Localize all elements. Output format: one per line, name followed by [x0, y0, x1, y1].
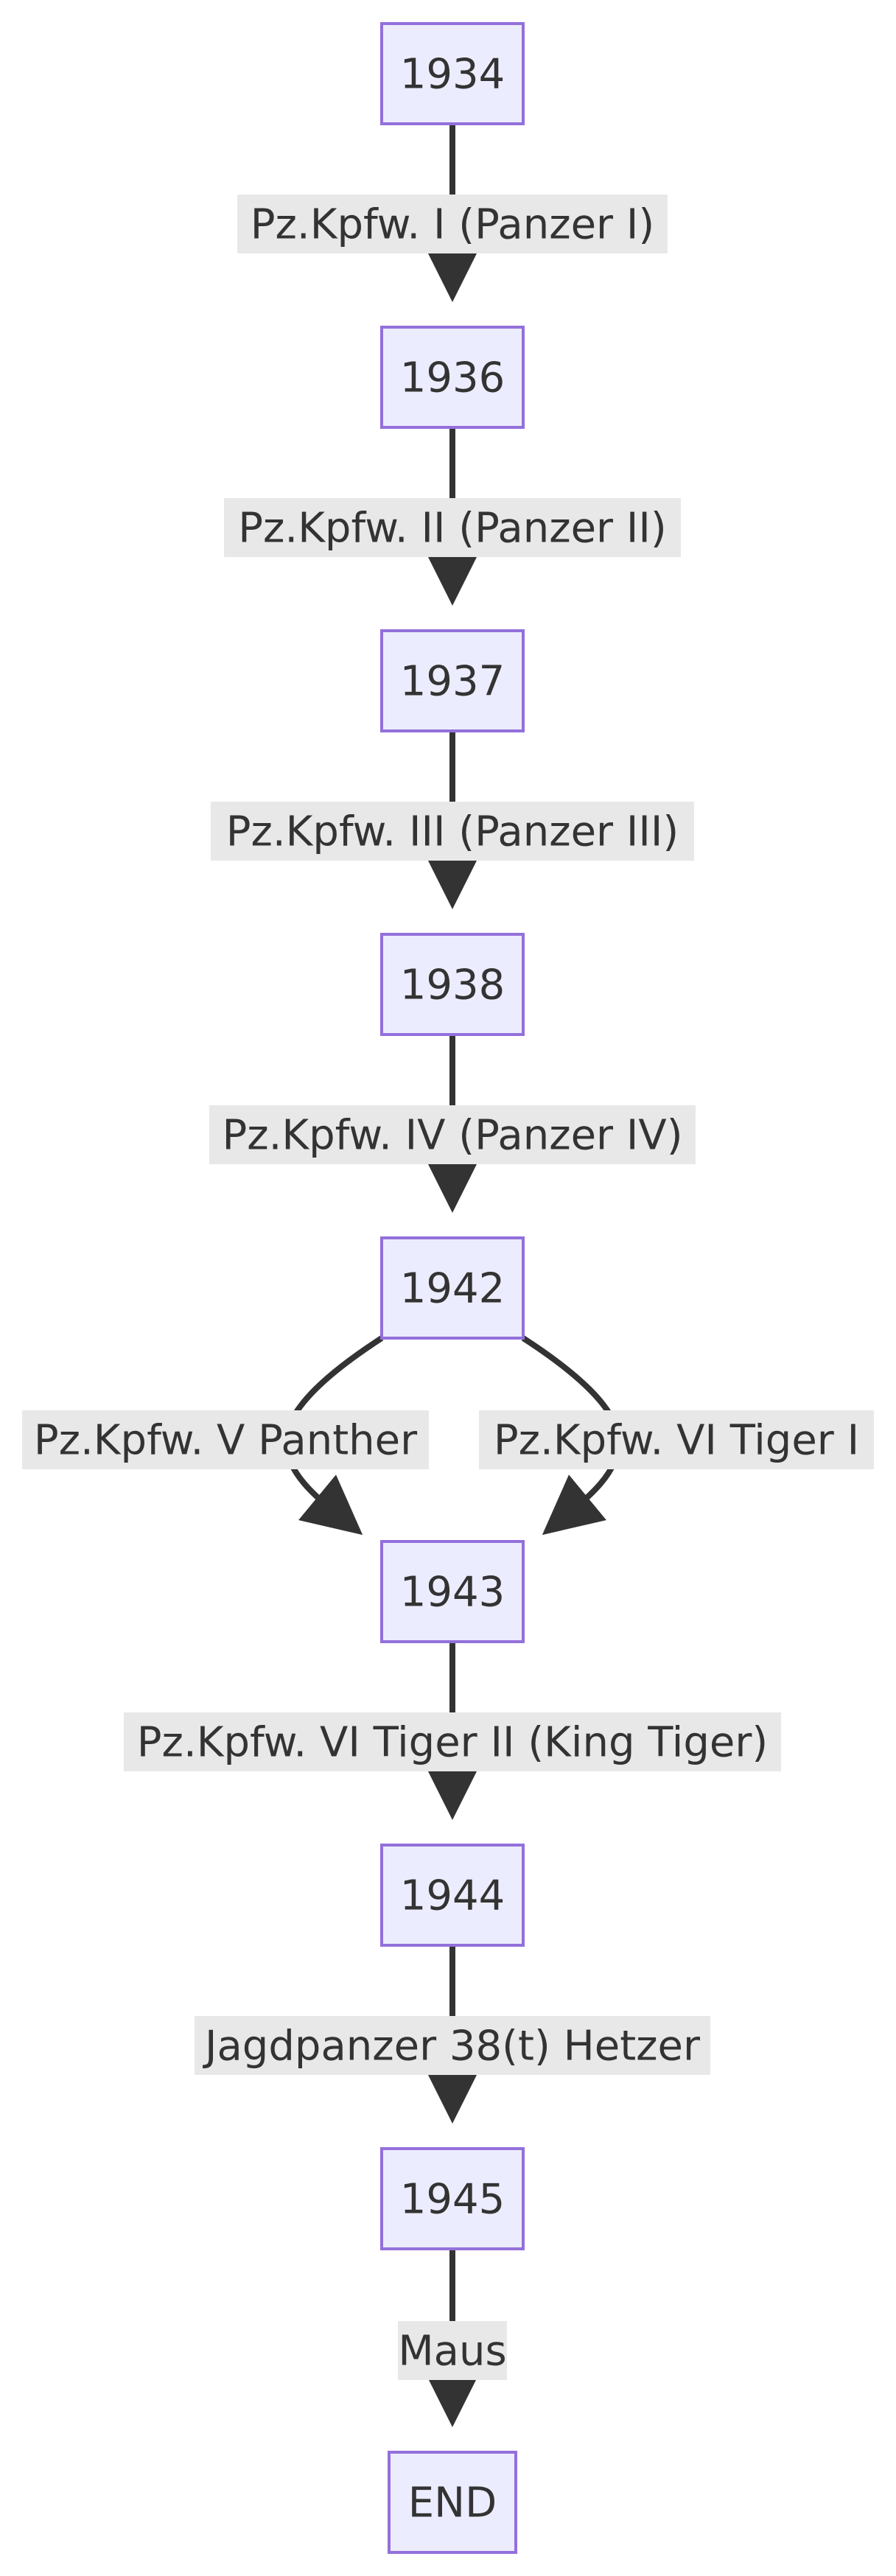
- edge-label-text: Pz.Kpfw. V Panther: [34, 1417, 418, 1465]
- edge-label-text: Pz.Kpfw. IV (Panzer IV): [222, 1112, 682, 1160]
- node-label: 1943: [400, 1569, 505, 1617]
- edge-label-tiger-i: Pz.Kpfw. VI Tiger I: [479, 1410, 874, 1469]
- node-label: 1945: [400, 2176, 505, 2224]
- node-label: 1937: [400, 658, 505, 706]
- edge-label-text: Pz.Kpfw. III (Panzer III): [226, 808, 679, 856]
- nodes: 1934 1936 1937 1938 1942 1943 1944 1945: [380, 22, 525, 2554]
- edge-label-text: Pz.Kpfw. I (Panzer I): [251, 201, 655, 249]
- edge-label-maus: Maus: [398, 2321, 507, 2380]
- edge-label-text: Pz.Kpfw. II (Panzer II): [238, 505, 667, 553]
- edge-label-panzer-iii: Pz.Kpfw. III (Panzer III): [211, 802, 694, 861]
- edge-label-tiger-ii: Pz.Kpfw. VI Tiger II (King Tiger): [124, 1712, 781, 1771]
- node-label: 1934: [400, 51, 505, 99]
- node-1937: 1937: [380, 629, 525, 732]
- edge-label-text: Pz.Kpfw. VI Tiger II (King Tiger): [137, 1719, 768, 1767]
- node-label: 1942: [400, 1265, 505, 1313]
- node-1943: 1943: [380, 1540, 525, 1643]
- edge-label-text: Jagdpanzer 38(t) Hetzer: [203, 2023, 701, 2071]
- node-label: 1938: [400, 962, 505, 1009]
- node-label: END: [408, 2479, 497, 2527]
- edge-label-panzer-iv: Pz.Kpfw. IV (Panzer IV): [209, 1105, 696, 1164]
- edge-label-text: Maus: [398, 2328, 506, 2376]
- edge-label-hetzer: Jagdpanzer 38(t) Hetzer: [195, 2016, 710, 2075]
- node-1944: 1944: [380, 1844, 525, 1947]
- node-1938: 1938: [380, 933, 525, 1036]
- edge-label-panzer-i: Pz.Kpfw. I (Panzer I): [237, 195, 668, 253]
- edge-label-text: Pz.Kpfw. VI Tiger I: [494, 1417, 859, 1465]
- node-1942: 1942: [380, 1236, 525, 1340]
- edge-label-panzer-ii: Pz.Kpfw. II (Panzer II): [224, 498, 681, 557]
- node-label: 1944: [400, 1872, 505, 1920]
- node-end: END: [388, 2451, 517, 2554]
- edge-labels: Pz.Kpfw. I (Panzer I) Pz.Kpfw. II (Panze…: [22, 195, 874, 2380]
- node-1934: 1934: [380, 22, 525, 125]
- node-label: 1936: [400, 354, 505, 402]
- edge-label-panther: Pz.Kpfw. V Panther: [22, 1410, 429, 1469]
- node-1945: 1945: [380, 2147, 525, 2250]
- node-1936: 1936: [380, 326, 525, 429]
